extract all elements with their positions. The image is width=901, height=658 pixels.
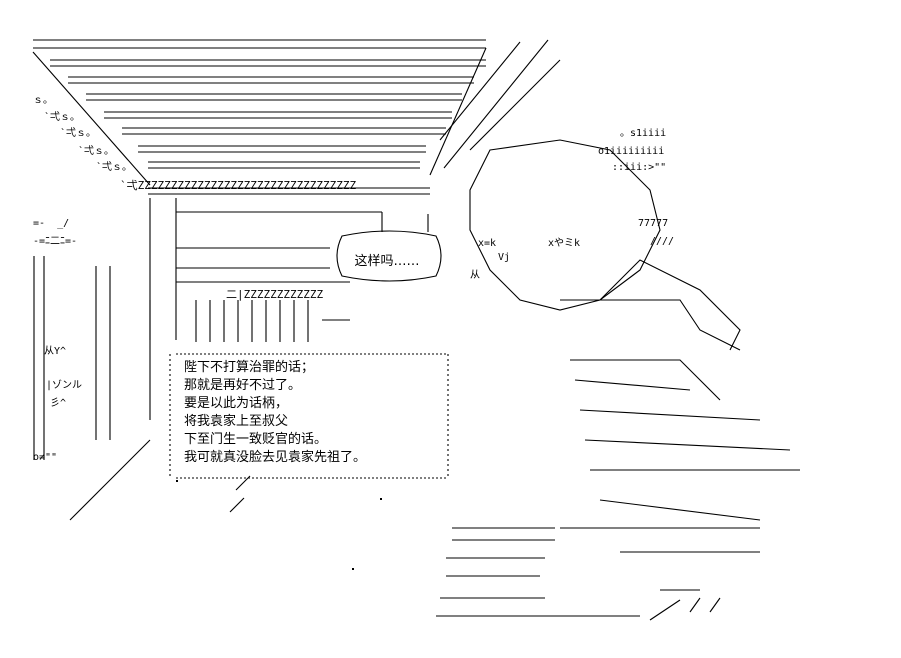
screen-frame <box>149 198 429 342</box>
ascii-fragment: o1iiiiiiiii <box>598 146 665 157</box>
ascii-face-left: x=k <box>478 238 497 249</box>
ascii-fragment: //// <box>650 236 675 247</box>
dialogue-box-border <box>169 353 449 479</box>
ascii-mouth: 从 <box>470 270 480 281</box>
speech-bubble: 这样吗…… <box>338 236 436 280</box>
ascii-fragment: `弌ｓ。 <box>78 146 115 157</box>
zigzag-banner <box>148 187 430 195</box>
dialogue-line: 陛下不打算治罪的话； <box>184 360 315 375</box>
ascii-fragment: ｓ。 <box>33 95 53 106</box>
ascii-banner: 二|ZZZZZZZZZZZZ <box>226 288 324 301</box>
ascii-fragment: -=ﾆ二ﾆ=- <box>33 236 78 247</box>
ascii-fragment: `弌ｓ。 <box>96 162 133 173</box>
ascii-banner: `弌ZZZZZZZZZZZZZZZZZZZZZZZZZZZZZZZZZ <box>120 179 357 192</box>
ascii-fragment: 77777 <box>638 218 669 229</box>
speech-bubble-text: 这样吗…… <box>354 254 420 269</box>
dialogue-line: 我可就真没脸去见袁家先祖了。 <box>184 450 367 465</box>
dialogue-line: 将我袁家上至叔父 <box>184 414 289 429</box>
ascii-fragment: |ゾンル <box>46 380 83 391</box>
ascii-fragment: `弌ｓ。 <box>60 128 97 139</box>
ascii-fragment: 。s1iiii <box>620 128 667 139</box>
left-pillar <box>33 256 251 521</box>
ascii-face-right: xやミk <box>548 238 581 249</box>
ascii-fragment: 从Y^ <box>44 346 67 357</box>
ascii-fragment: 彡^ <box>50 398 67 409</box>
ceiling-rows <box>32 39 561 186</box>
speech-bubble-outline <box>336 230 442 282</box>
ascii-fragment: =- _/ <box>33 218 70 229</box>
dialogue-line: 那就是再好不过了。 <box>184 378 302 393</box>
dialogue-line: 要是以此为话柄， <box>184 396 289 411</box>
ascii-fragment: `弌ｓ。 <box>44 112 81 123</box>
ascii-fragment: ::iii:>"" <box>612 162 667 173</box>
character-figure <box>436 139 800 621</box>
dialogue-line: 下至门生一致贬官的话。 <box>184 432 328 447</box>
ascii-fragment: o≠"" <box>33 452 58 463</box>
shading-dots <box>176 480 382 570</box>
ascii-face-mid: Vj <box>498 252 511 263</box>
